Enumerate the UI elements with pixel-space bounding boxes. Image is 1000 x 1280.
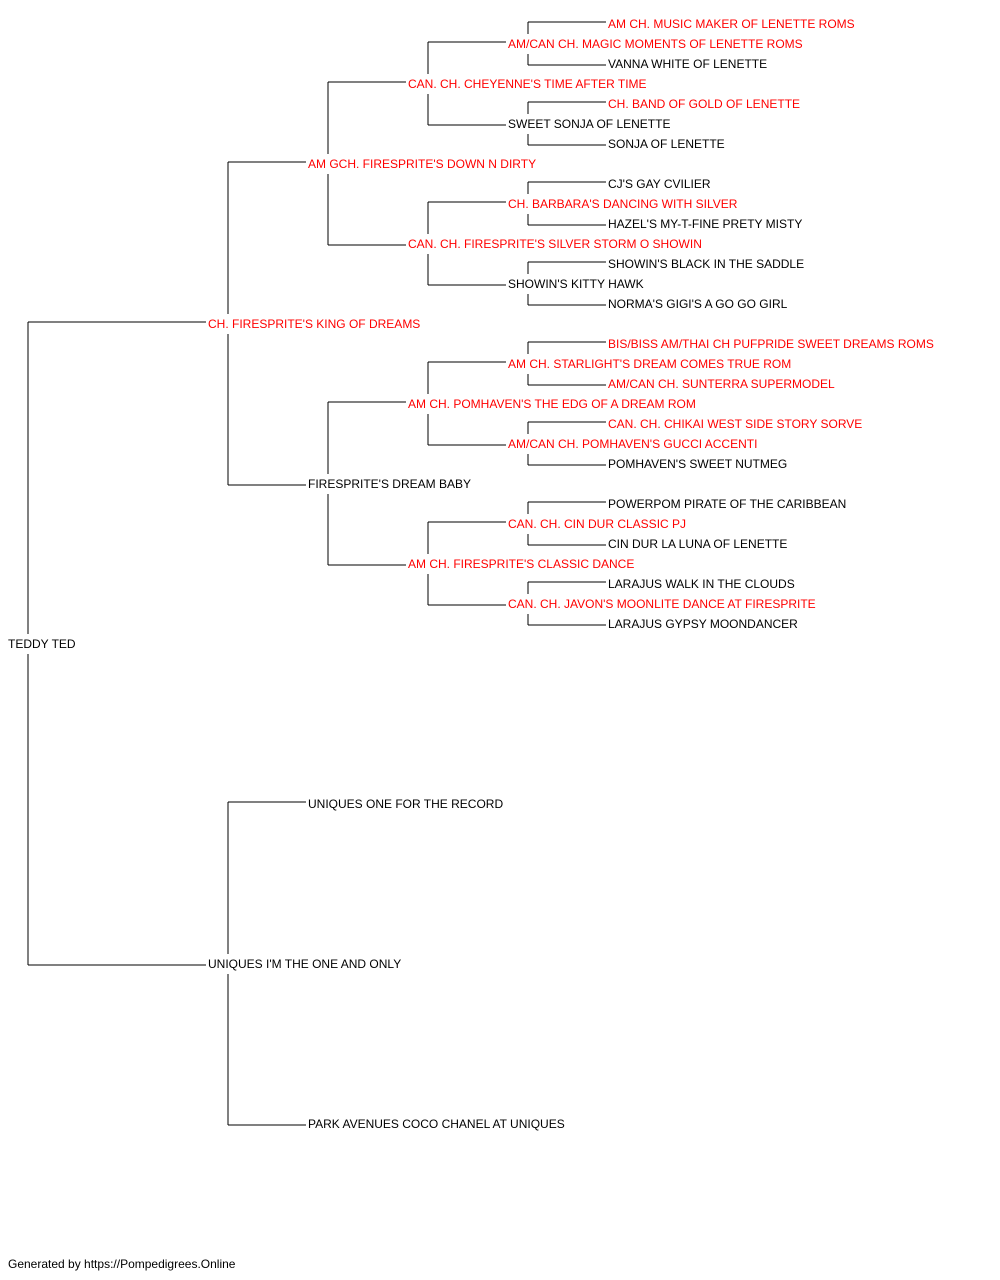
pedigree-name-sire-dam-dam-sire: CAN. CH. CIN DUR CLASSIC PJ <box>508 517 686 531</box>
pedigree-name-g5-14: CIN DUR LA LUNA OF LENETTE <box>608 537 787 551</box>
pedigree-name-g5-16: LARAJUS GYPSY MOONDANCER <box>608 617 798 631</box>
pedigree-labels: TEDDY TED CH. FIRESPRITE'S KING OF DREAMS… <box>8 17 934 1131</box>
pedigree-name-g5-12: POMHAVEN'S SWEET NUTMEG <box>608 457 787 471</box>
pedigree-name-g5-3: CH. BAND OF GOLD OF LENETTE <box>608 97 800 111</box>
pedigree-name-sire-dam-sire: AM CH. POMHAVEN'S THE EDG OF A DREAM ROM <box>408 397 696 411</box>
pedigree-name-g5-10: AM/CAN CH. SUNTERRA SUPERMODEL <box>608 377 835 391</box>
generated-by-footer: Generated by https://Pompedigrees.Online <box>8 1257 236 1271</box>
pedigree-name-sire-sire-dam-sire: CH. BARBARA'S DANCING WITH SILVER <box>508 197 738 211</box>
pedigree-name-sire-sire: AM GCH. FIRESPRITE'S DOWN N DIRTY <box>308 157 536 171</box>
pedigree-name-sire: CH. FIRESPRITE'S KING OF DREAMS <box>208 317 420 331</box>
pedigree-name-g5-13: POWERPOM PIRATE OF THE CARIBBEAN <box>608 497 846 511</box>
pedigree-name-sire-dam-sire-dam: AM/CAN CH. POMHAVEN'S GUCCI ACCENTI <box>508 437 757 451</box>
pedigree-name-g5-5: CJ'S GAY CVILIER <box>608 177 711 191</box>
pedigree-name-subject: TEDDY TED <box>8 637 76 651</box>
pedigree-name-g5-15: LARAJUS WALK IN THE CLOUDS <box>608 577 795 591</box>
pedigree-name-sire-sire-sire: CAN. CH. CHEYENNE'S TIME AFTER TIME <box>408 77 647 91</box>
pedigree-name-sire-dam-dam-dam: CAN. CH. JAVON'S MOONLITE DANCE AT FIRES… <box>508 597 816 611</box>
pedigree-name-g5-8: NORMA'S GIGI'S A GO GO GIRL <box>608 297 788 311</box>
pedigree-name-sire-sire-sire-sire: AM/CAN CH. MAGIC MOMENTS OF LENETTE ROMS <box>508 37 803 51</box>
pedigree-name-g5-6: HAZEL'S MY-T-FINE PRETY MISTY <box>608 217 802 231</box>
pedigree-name-g5-7: SHOWIN'S BLACK IN THE SADDLE <box>608 257 804 271</box>
pedigree-name-sire-sire-dam-dam: SHOWIN'S KITTY HAWK <box>508 277 644 291</box>
pedigree-name-sire-dam: FIRESPRITE'S DREAM BABY <box>308 477 471 491</box>
pedigree-name-g5-1: AM CH. MUSIC MAKER OF LENETTE ROMS <box>608 17 855 31</box>
pedigree-name-sire-sire-dam: CAN. CH. FIRESPRITE'S SILVER STORM O SHO… <box>408 237 702 251</box>
pedigree-name-g5-2: VANNA WHITE OF LENETTE <box>608 57 767 71</box>
pedigree-name-g5-4: SONJA OF LENETTE <box>608 137 725 151</box>
pedigree-name-g5-9: BIS/BISS AM/THAI CH PUFPRIDE SWEET DREAM… <box>608 337 934 351</box>
pedigree-name-sire-dam-dam: AM CH. FIRESPRITE'S CLASSIC DANCE <box>408 557 634 571</box>
pedigree-name-dam-sire: UNIQUES ONE FOR THE RECORD <box>308 797 503 811</box>
pedigree-name-g5-11: CAN. CH. CHIKAI WEST SIDE STORY SORVE <box>608 417 862 431</box>
pedigree-name-sire-dam-sire-sire: AM CH. STARLIGHT'S DREAM COMES TRUE ROM <box>508 357 791 371</box>
pedigree-name-dam: UNIQUES I'M THE ONE AND ONLY <box>208 957 401 971</box>
pedigree-connector-lines <box>27 21 606 1126</box>
pedigree-name-sire-sire-sire-dam: SWEET SONJA OF LENETTE <box>508 117 670 131</box>
pedigree-name-dam-dam: PARK AVENUES COCO CHANEL AT UNIQUES <box>308 1117 565 1131</box>
